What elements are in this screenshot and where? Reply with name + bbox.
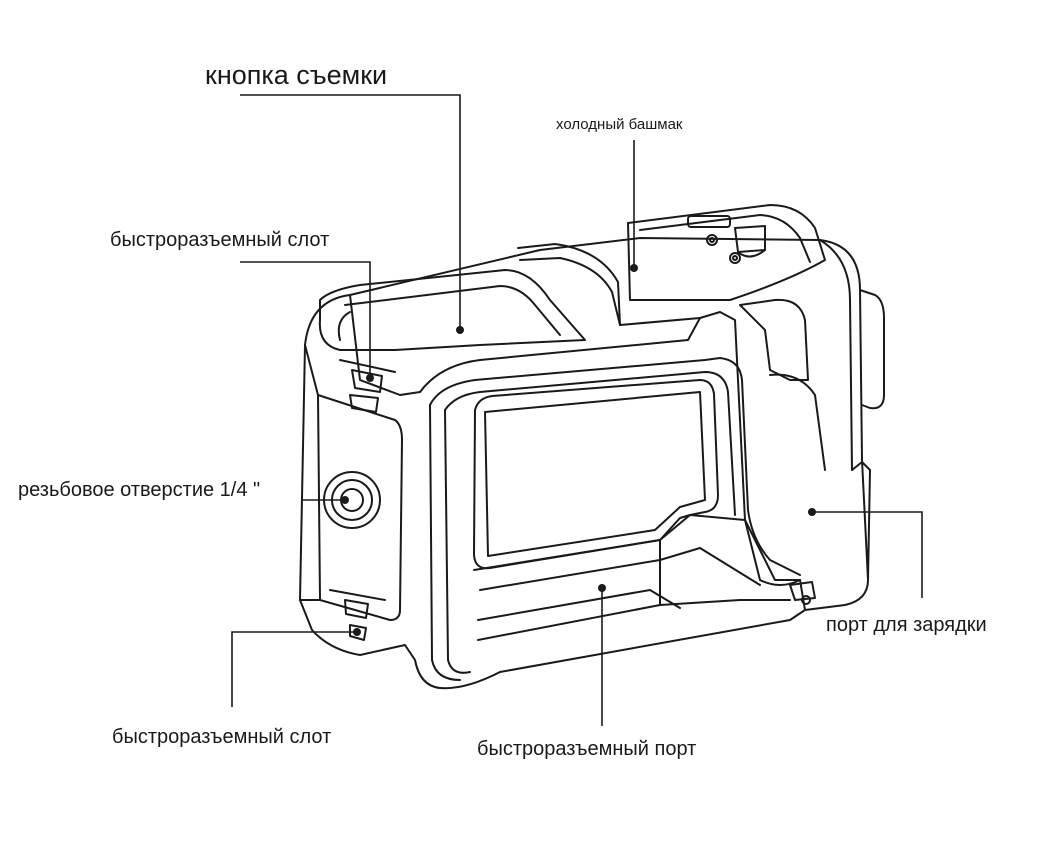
label-quick-release-port: быстроразъемный порт [477,738,697,760]
leader-slot-bottom [231,631,355,707]
cage-right-wall [819,239,853,471]
quick-release-slot-top [351,369,383,393]
leader-slot-top [240,261,371,378]
cold-shoe-screw-b [729,252,741,264]
dot-thread [341,496,349,504]
dot-charge [808,508,816,516]
left-side-panel [317,394,403,621]
cage-back-frame [349,237,869,611]
label-cold-shoe: холодный башмак [556,116,683,133]
cold-shoe-screw-a [706,234,718,246]
cage-front-frame [299,294,806,690]
label-quick-release-slot-top: быстроразъемный слот [110,229,330,251]
cage-floor [473,514,801,581]
dot-slot-bottom [353,628,361,636]
label-quick-release-slot-bottom: быстроразъемный слот [112,726,332,748]
charging-port-notch [789,581,816,601]
label-charging-port: порт для зарядки [826,614,987,636]
leader-shutter [240,94,461,330]
dot-slot-top [366,374,374,382]
cold-shoe-slot [687,215,731,228]
shutter-recess [318,269,586,351]
dot-port [598,584,606,592]
front-inner-bezel [429,357,801,576]
leader-charge [812,511,923,598]
cage-right-inner [739,298,809,381]
dot-shutter [456,326,464,334]
cold-shoe-plate [627,204,826,301]
label-thread-hole: резьбовое отверстие 1/4 " [18,479,261,501]
quick-release-slot-bottom [344,599,369,619]
label-shutter-button: кнопка съемки [205,60,388,90]
dot-coldshoe [630,264,638,272]
